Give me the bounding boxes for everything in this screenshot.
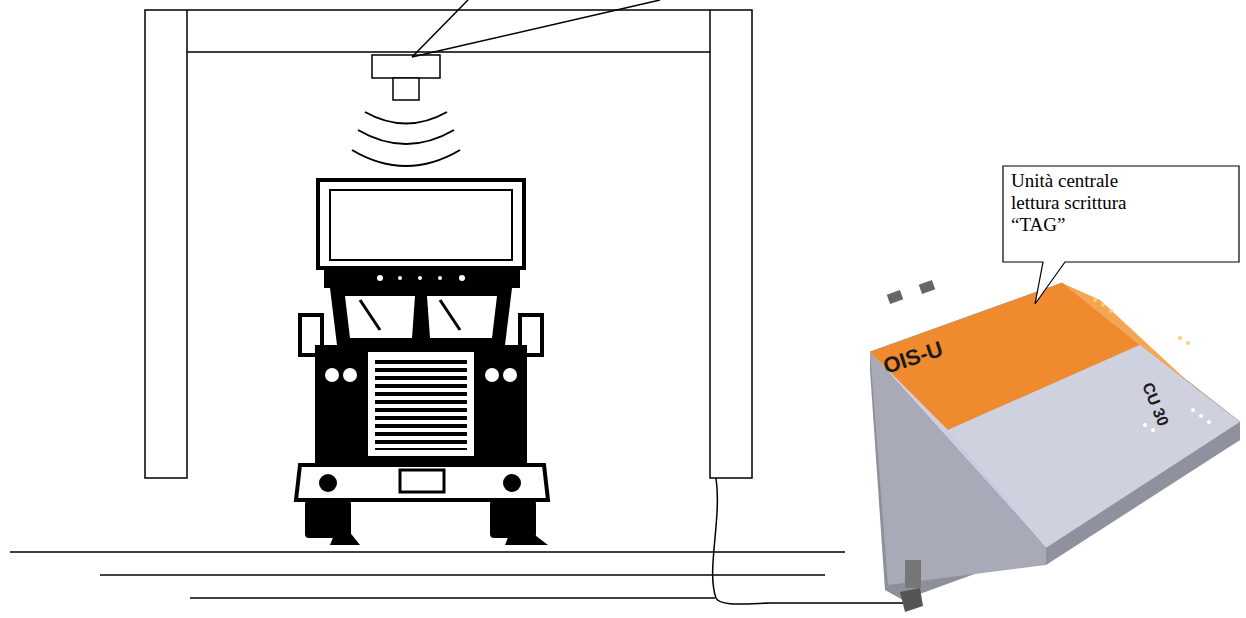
antenna: [372, 55, 440, 78]
callout-box: Unità centrale lettura scrittura “TAG”: [1003, 166, 1239, 242]
gantry-frame: [145, 10, 752, 478]
central-unit: [870, 280, 1240, 612]
truck: [296, 180, 548, 545]
callout-outline: [1003, 166, 1239, 304]
callout-text: Unità centrale lettura scrittura “TAG”: [1011, 170, 1171, 236]
